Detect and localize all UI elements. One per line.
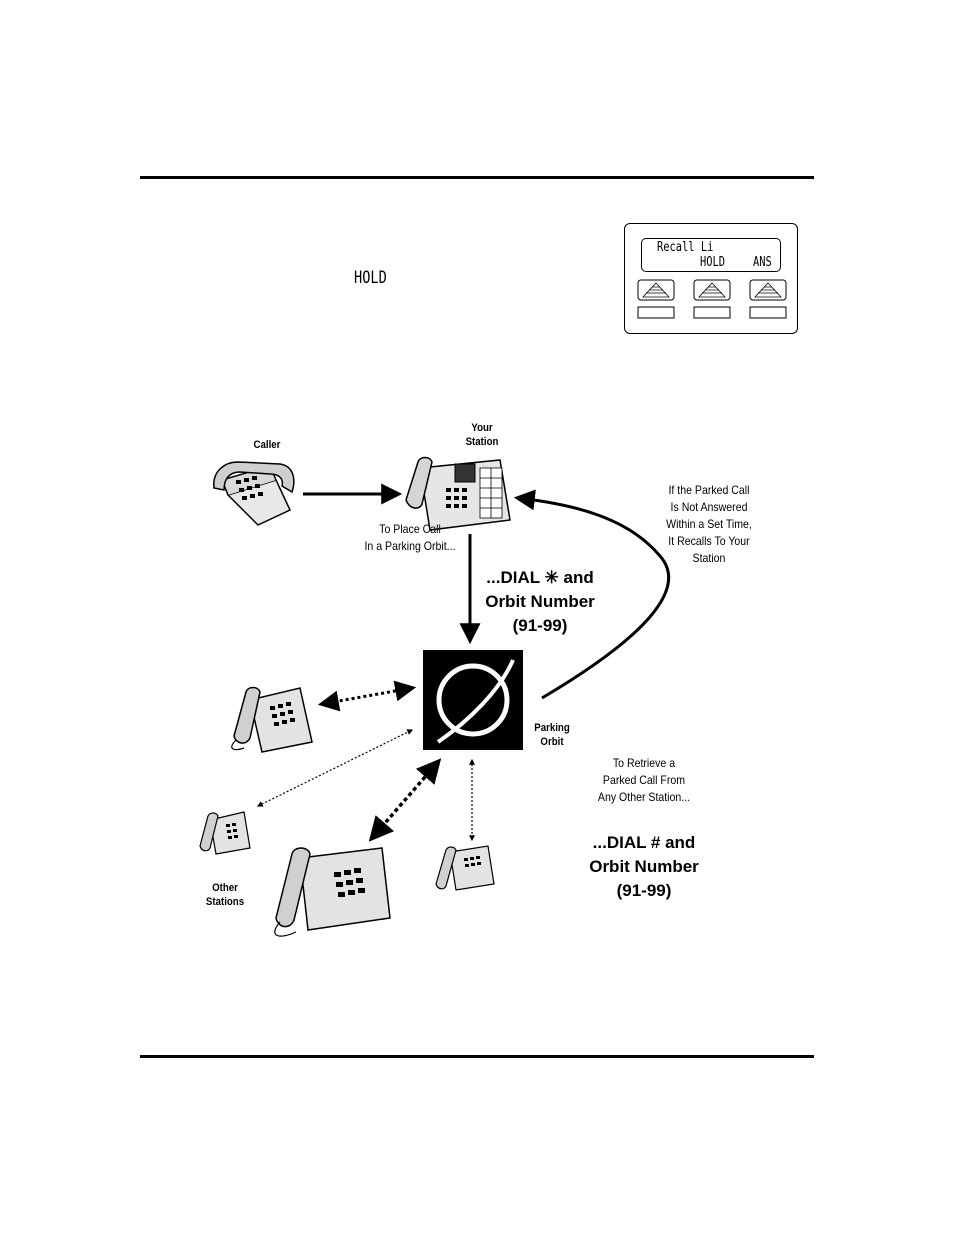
recall-note: If the Parked Call Is Not Answered Withi… (643, 482, 775, 567)
dial-hash-line-2: Orbit Number (589, 857, 699, 876)
bottom-rule (140, 1055, 814, 1058)
dial-star-line-2: Orbit Number (485, 592, 595, 611)
other-stations-line-2: Stations (205, 896, 245, 908)
recall-line-1: If the Parked Call (668, 483, 750, 497)
dial-hash-line-3: (91-99) (616, 881, 672, 900)
parking-orbit-icon (423, 650, 523, 750)
retrieve-line-1: To Retrieve a (612, 756, 676, 770)
other-station-phone-2-icon (199, 811, 251, 855)
hold-key-text: HOLD (354, 268, 387, 288)
other-station-phone-4-icon (435, 845, 495, 891)
lcd-softkey-label-hold: HOLD (700, 255, 726, 270)
place-call-line-2: In a Parking Orbit... (364, 539, 456, 553)
recall-line-3: Within a Set Time, (666, 517, 752, 531)
dial-star-line-1: ...DIAL ✳ and (486, 568, 594, 587)
retrieve-note: To Retrieve a Parked Call From Any Other… (582, 755, 705, 806)
parking-orbit-label: Parking Orbit (527, 721, 576, 749)
dial-hash-line-1: ...DIAL # and (592, 833, 696, 852)
caller-label: Caller (253, 439, 281, 451)
recall-line-4: It Recalls To Your (668, 534, 750, 548)
dial-hash-instruction: ...DIAL # and Orbit Number (91-99) (564, 831, 724, 903)
dial-star-line-3: (91-99) (512, 616, 568, 635)
other-stations-label: Other Stations (198, 881, 253, 909)
dotted-arrow-orbit-phone-3 (368, 758, 442, 842)
top-rule (140, 176, 814, 179)
lcd-softkey-label-ans: ANS (753, 255, 772, 270)
lcd-display-panel: Recall Li HOLD ANS (624, 223, 798, 334)
lcd-line-1: Recall Li (657, 240, 714, 255)
your-station-line-1: Your (471, 422, 493, 434)
dotted-arrow-orbit-phone-1 (317, 680, 417, 712)
softkey-button-1[interactable] (637, 279, 675, 319)
softkey-button-3[interactable] (749, 279, 787, 319)
caller-phone-icon (213, 461, 295, 526)
lcd-softkeys (637, 279, 787, 319)
your-station-label: Your Station (456, 421, 509, 449)
place-call-line-1: To Place Call (379, 522, 441, 536)
other-stations-line-1: Other (212, 882, 238, 894)
retrieve-line-2: Parked Call From (602, 773, 686, 787)
your-station-line-2: Station (465, 436, 499, 448)
place-call-note: To Place Call In a Parking Orbit... (348, 521, 471, 555)
dotted-arrow-orbit-phone-2 (256, 729, 414, 807)
arrow-recall-to-station (513, 489, 671, 700)
dial-star-instruction: ...DIAL ✳ and Orbit Number (91-99) (460, 566, 620, 638)
retrieve-line-3: Any Other Station... (597, 790, 691, 804)
recall-line-2: Is Not Answered (670, 500, 748, 514)
recall-line-5: Station (692, 551, 726, 565)
lcd-screen: Recall Li HOLD ANS (641, 238, 781, 272)
softkey-button-2[interactable] (693, 279, 731, 319)
other-station-phone-1-icon (231, 686, 313, 753)
your-station-phone-icon (405, 456, 511, 531)
parking-orbit-line-2: Orbit (540, 736, 564, 748)
parking-orbit-line-1: Parking (534, 722, 570, 734)
other-station-phone-3-icon (274, 847, 391, 937)
